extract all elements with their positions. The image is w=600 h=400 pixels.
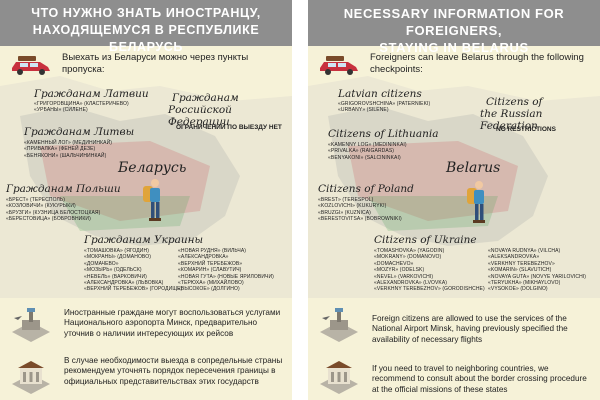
checkpoint: «BREST» (TERESPOL) <box>318 197 374 203</box>
checkpoint: «БЕНЯКОНИ» (ШАЛЬЧИНИНКАЙ) <box>24 152 107 159</box>
header-en: NECESSARY INFORMATION FOR FOREIGNERS, ST… <box>308 0 600 55</box>
checkpoint: «GRIGOROVSHCHINA» (PATERNIEKI) <box>338 101 431 107</box>
checkpoint: «PRIVALKA» (RAIGARDAS) <box>328 148 395 155</box>
car-icon <box>320 56 358 75</box>
header-title-line1: ЧТО НУЖНО ЗНАТЬ ИНОСТРАНЦУ, <box>31 6 261 20</box>
ukraine-points-col1: «ТОМАШОВКА» (ЯГОДИН) «МОКРАНЫ» (ДОМАНОВО… <box>84 248 182 293</box>
backpacker-figure <box>467 181 485 223</box>
consult-text: If you need to travel to neighboring cou… <box>372 364 587 394</box>
checkpoint: «АЛЕКСАНДРОВКА» <box>178 254 229 261</box>
ukraine-title: Citizens of Ukraine <box>374 234 477 246</box>
map-background <box>308 76 600 298</box>
checkpoint: «НЕВЕЛЬ» (ВАРКОВИЧИ) <box>84 273 147 280</box>
checkpoint: «УРБАНЫ» (СИЛЕНЕ) <box>34 107 88 114</box>
checkpoint: «TERYUKHA» (MIKHAYLOVO) <box>488 280 561 287</box>
belarus-label: Беларусь <box>118 160 187 176</box>
checkpoint: «URBANY» (SILENE) <box>338 107 389 114</box>
checkpoint: «TOMASHOVKA» (YAGODIN) <box>374 248 445 254</box>
checkpoint: «ГРИГОРОВЩИНА» (КЛАСТЕРИЧЕВО) <box>34 101 129 107</box>
checkpoint: «VERKHNY TEREBEZHOV» (GORODISHCHE) <box>374 286 485 293</box>
airport-text: Foreign citizens are allowed to use the … <box>372 314 568 344</box>
checkpoint: «ALEXANDROVKA» (LVOVKA) <box>374 280 448 287</box>
checkpoint: «НОВАЯ РУДНЯ» (ВИЛЬЧА) <box>178 248 247 254</box>
poland-points: «BREST» (TERESPOL) «KOZLOVICHI» (KUKURYK… <box>318 197 402 223</box>
checkpoint: «КОЗЛОВИЧИ» (КУКУРЫКИ) <box>6 203 76 210</box>
checkpoint: «ПРИВАЛКА» (ФЕНЕЙ ДЕЗЕ) <box>24 146 96 153</box>
header-ru: ЧТО НУЖНО ЗНАТЬ ИНОСТРАНЦУ, НАХОДЯЩЕМУСЯ… <box>0 0 292 54</box>
embassy-icon <box>320 361 358 394</box>
infographic-en: NECESSARY INFORMATION FOR FOREIGNERS, ST… <box>308 0 600 400</box>
poland-title: Citizens of Poland <box>318 183 414 195</box>
ukraine-points-col1: «TOMASHOVKA» (YAGODIN) «MOKRANY» (DOMANO… <box>374 248 485 293</box>
ukraine-title: Гражданам Украины <box>84 234 204 246</box>
checkpoint: «МОЗЫРЬ» (ОДЕЛЬСК) <box>84 267 142 274</box>
russia-note: NO RESTRICTIONS <box>496 126 556 133</box>
checkpoint: «KOZLOVICHI» (KUKURYKI) <box>318 203 387 210</box>
checkpoint: «ВЫСОКОЕ» (ДОЛГИНО) <box>178 286 240 293</box>
poland-title: Гражданам Польши <box>6 183 121 195</box>
checkpoint: «ТЕРЮХА» (МИХАЙЛОВО) <box>178 280 244 287</box>
russia-title-line2: the Russian Federation <box>480 108 543 132</box>
checkpoint: «MOKRANY» (DOMANOVO) <box>374 254 442 261</box>
checkpoint: «ВЕРХНИЙ ТЕРЕБЕЖОВ» <box>178 260 243 267</box>
checkpoint: «BERESTOVITSA» (BOBROWNIKI) <box>318 216 402 223</box>
lithuania-points: «KAMENNY LOG» (MEDININKAI) «PRIVALKA» (R… <box>328 142 407 161</box>
car-icon <box>12 56 50 75</box>
intro-text: Foreigners can leave Belarus through the… <box>370 52 584 75</box>
ukraine-points-col2: «НОВАЯ РУДНЯ» (ВИЛЬЧА) «АЛЕКСАНДРОВКА» «… <box>178 248 274 293</box>
latvia-points: «ГРИГОРОВЩИНА» (КЛАСТЕРИЧЕВО) «УРБАНЫ» (… <box>34 101 129 114</box>
embassy-icon <box>12 361 50 394</box>
checkpoint: «NEVEL» (VARKOVICHI) <box>374 273 434 280</box>
consult-text: В случае необходимости выезда в сопредел… <box>64 356 283 386</box>
checkpoint: «BRUZGI» (KUZNICA) <box>318 209 371 216</box>
checkpoint: «БЕРЕСТОВИЦА» (БОБРОВНИКИ) <box>6 216 91 223</box>
lithuania-title: Гражданам Литвы <box>24 126 135 138</box>
checkpoint: «NOVAYA RUDNYA» (VILCHA) <box>488 248 561 254</box>
checkpoint: «VERKHNY TEREBEZHOV» <box>488 260 555 267</box>
checkpoint: «ALEKSANDROVKA» <box>488 254 540 261</box>
checkpoint: «MOZYR» (ODELSK) <box>374 267 425 274</box>
checkpoint: «МОКРАНЫ» (ДОМАНОВО) <box>84 254 151 261</box>
russia-title-line2: Российской Федерации <box>168 104 232 128</box>
header-title-line2: НАХОДЯЩЕМУСЯ В РЕСПУБЛИКЕ БЕЛАРУСЬ <box>32 23 260 54</box>
checkpoint: «KOMARIN» (SLAVUTICH) <box>488 267 552 274</box>
latvia-points: «GRIGOROVSHCHINA» (PATERNIEKI) «URBANY» … <box>338 101 430 114</box>
backpacker-figure <box>143 179 161 221</box>
intro-text: Выехать из Беларуси можно через пункты п… <box>62 52 249 75</box>
lithuania-points: «КАМЕННЫЙ ЛОГ» (МЕДИНИНКАЙ) «ПРИВАЛКА» (… <box>24 140 112 159</box>
checkpoint: «БРЕСТ» (ТЕРЕСПОЛЬ) <box>6 197 66 203</box>
checkpoint: «БРУЗГИ» (КУЗНИЦА БЕЛОСТОЦКАЯ) <box>6 209 101 216</box>
poland-points: «БРЕСТ» (ТЕРЕСПОЛЬ) «КОЗЛОВИЧИ» (КУКУРЫК… <box>6 197 100 223</box>
infographic-ru: ЧТО НУЖНО ЗНАТЬ ИНОСТРАНЦУ, НАХОДЯЩЕМУСЯ… <box>0 0 292 400</box>
checkpoint: «VYSOKOE» (DOLGINO) <box>488 286 548 293</box>
russia-title-line1: Гражданам <box>172 92 239 104</box>
airport-icon <box>320 308 358 342</box>
latvia-title: Гражданам Латвии <box>34 88 149 100</box>
checkpoint: «ВЕРХНИЙ ТЕРЕБЕЖОВ» (ГОРОДИЩЕ) <box>84 286 183 293</box>
checkpoint: «НОВАЯ ГУТА» (НОВЫЕ ЯРИЛОВИЧИ) <box>178 273 274 280</box>
airport-icon <box>12 308 50 342</box>
lithuania-title: Citizens of Lithuania <box>328 128 439 140</box>
checkpoint: «ДОМАЧЕВО» <box>84 260 119 267</box>
checkpoint: «DOMACHEVO» <box>374 260 414 267</box>
latvia-title: Latvian citizens <box>338 88 422 100</box>
header-title-line2: STAYING IN BELARUS <box>379 40 529 55</box>
checkpoint: «KAMENNY LOG» (MEDININKAI) <box>328 142 407 148</box>
checkpoint: «BENYAKONI» (SALCININKAI) <box>328 154 401 161</box>
info-section: Foreign citizens are allowed to use the … <box>308 300 600 400</box>
checkpoint: «КАМЕННЫЙ ЛОГ» (МЕДИНИНКАЙ) <box>24 140 113 146</box>
russia-title-line1: Citizens of <box>486 96 543 108</box>
checkpoint: «ТОМАШОВКА» (ЯГОДИН) <box>84 248 149 254</box>
checkpoint: «КОМАРИН» (СЛАВУТИЧ) <box>178 267 242 274</box>
info-section: Иностранные граждане могут воспользовать… <box>0 300 292 400</box>
header-title-line1: NECESSARY INFORMATION FOR FOREIGNERS, <box>343 6 565 38</box>
russia-note: ОГРАНИЧЕНИЙ ПО ВЫЕЗДУ НЕТ <box>176 124 282 131</box>
checkpoint: «АЛЕКСАНДРОВКА» (ЛЬВОВКА) <box>84 280 164 287</box>
airport-text: Иностранные граждане могут воспользовать… <box>64 308 281 338</box>
ukraine-points-col2: «NOVAYA RUDNYA» (VILCHA) «ALEKSANDROVKA»… <box>488 248 586 293</box>
belarus-label: Belarus <box>446 160 501 176</box>
checkpoint: «NOVAYA GUTA» (NOVYE YARILOVICHI) <box>488 273 587 280</box>
